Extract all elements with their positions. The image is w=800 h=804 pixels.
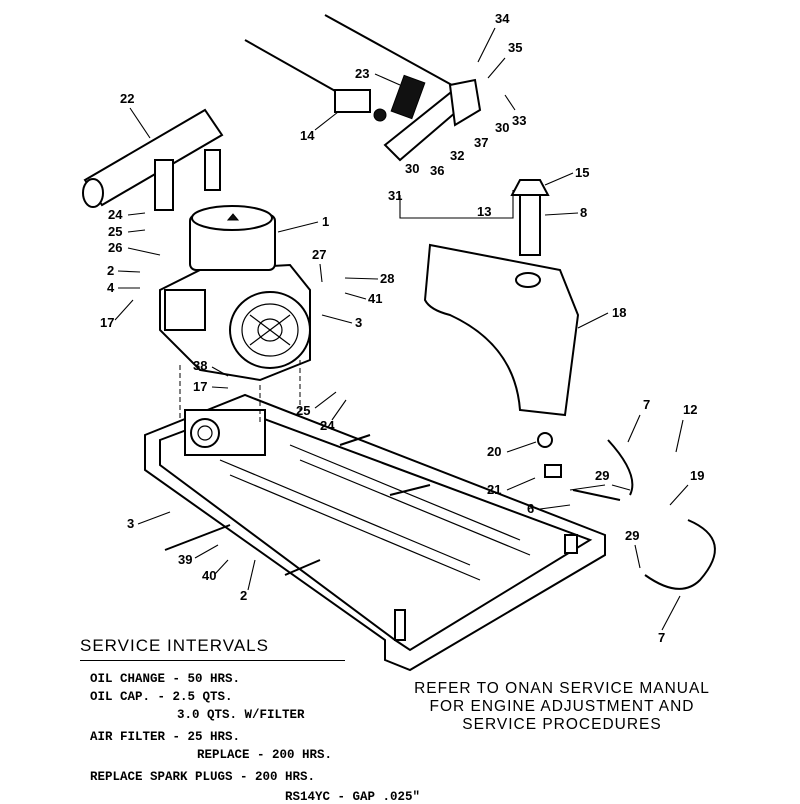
callout-34: 34 xyxy=(495,11,510,26)
callout-3-top: 3 xyxy=(355,315,362,330)
callout-33: 33 xyxy=(512,113,526,128)
callout-35: 35 xyxy=(508,40,522,55)
callout-28: 28 xyxy=(380,271,394,286)
callout-40: 40 xyxy=(202,568,216,583)
service-line: OIL CAP. - 2.5 QTS. xyxy=(90,690,233,704)
callout-4: 4 xyxy=(107,280,115,295)
callout-1: 1 xyxy=(322,214,329,229)
callout-38: 38 xyxy=(193,358,207,373)
callout-19: 19 xyxy=(690,468,704,483)
fuel-pickup xyxy=(510,179,550,256)
refer-line: FOR ENGINE ADJUSTMENT AND xyxy=(429,698,695,715)
callout-24-mid: 24 xyxy=(320,418,335,433)
callout-36: 36 xyxy=(430,163,444,178)
service-line: REPLACE SPARK PLUGS - 200 HRS. xyxy=(90,770,316,784)
callout-14: 14 xyxy=(300,128,315,143)
callout-29-bottom: 29 xyxy=(625,528,639,543)
callout-26: 26 xyxy=(108,240,122,255)
callout-30-top: 30 xyxy=(495,120,509,135)
callout-21: 21 xyxy=(487,482,501,497)
service-line: OIL CHANGE - 50 HRS. xyxy=(90,672,241,686)
callout-39: 39 xyxy=(178,552,192,567)
service-line: 3.0 QTS. W/FILTER xyxy=(177,708,305,722)
callout-6: 6 xyxy=(527,501,534,516)
service-intervals: SERVICE INTERVALS OIL CHANGE - 50 HRS. O… xyxy=(80,636,420,804)
callout-31: 31 xyxy=(388,188,402,203)
service-intervals-title: SERVICE INTERVALS xyxy=(80,636,345,661)
refer-line: REFER TO ONAN SERVICE MANUAL xyxy=(414,680,710,697)
callout-41: 41 xyxy=(368,291,382,306)
callout-20: 20 xyxy=(487,444,501,459)
service-line: AIR FILTER - 25 HRS. xyxy=(90,730,241,744)
service-line: REPLACE - 200 HRS. xyxy=(197,748,333,762)
callout-7-top: 7 xyxy=(643,397,650,412)
engine xyxy=(159,205,311,425)
callout-25-mid: 25 xyxy=(296,403,310,418)
callout-24-left: 24 xyxy=(108,207,123,222)
callout-2-bottom: 2 xyxy=(240,588,247,603)
callout-12: 12 xyxy=(683,402,697,417)
callout-13: 13 xyxy=(477,204,491,219)
callout-17-mid: 17 xyxy=(193,379,207,394)
callout-8: 8 xyxy=(580,205,587,220)
throttle-assembly xyxy=(244,14,514,219)
callout-25-left: 25 xyxy=(108,224,122,239)
callout-18: 18 xyxy=(612,305,626,320)
callout-15: 15 xyxy=(575,165,589,180)
fuel-tank xyxy=(423,243,580,417)
callout-29-top: 29 xyxy=(595,468,609,483)
callout-17-left: 17 xyxy=(100,315,114,330)
callout-2-top: 2 xyxy=(107,263,114,278)
fuel-line xyxy=(537,432,716,590)
muffler xyxy=(82,108,224,211)
chassis-frame xyxy=(144,393,606,672)
callouts: 34 35 23 22 14 33 30 37 32 30 36 31 13 1… xyxy=(100,11,704,645)
callout-30-left: 30 xyxy=(405,161,419,176)
callout-37: 37 xyxy=(474,135,488,150)
refer-note: REFER TO ONAN SERVICE MANUAL FOR ENGINE … xyxy=(372,680,752,734)
callout-7-bottom: 7 xyxy=(658,630,665,645)
service-line: RS14YC - GAP .025" xyxy=(285,790,421,804)
refer-line: SERVICE PROCEDURES xyxy=(462,716,662,733)
callout-3-bottom: 3 xyxy=(127,516,134,531)
callout-23: 23 xyxy=(355,66,369,81)
callout-22: 22 xyxy=(120,91,134,106)
callout-27: 27 xyxy=(312,247,326,262)
callout-32: 32 xyxy=(450,148,464,163)
